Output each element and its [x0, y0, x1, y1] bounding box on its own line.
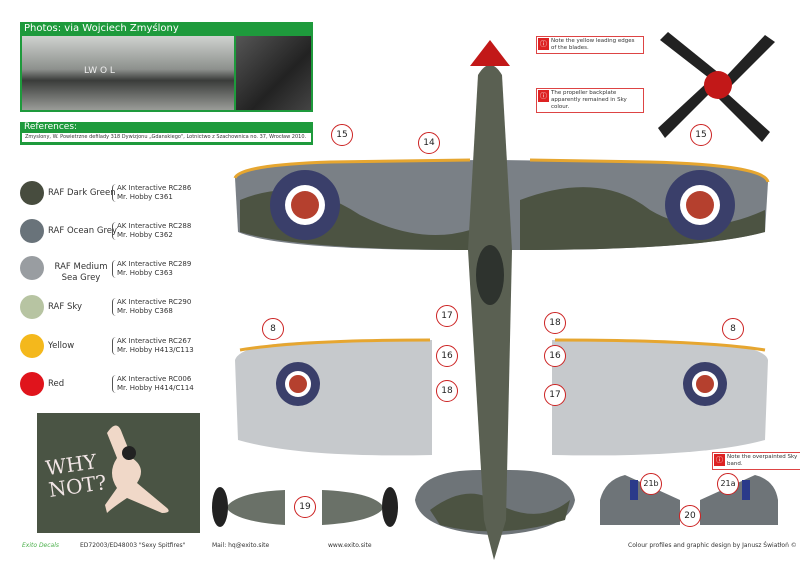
code: Mr. Hobby C363 [117, 269, 173, 277]
nose-side-view-right [322, 487, 398, 527]
callout-18: 18 [544, 312, 566, 334]
references-text: Zmyslony, W. Powietrzne defilady 318 Dyw… [22, 133, 311, 142]
colour-name: RAF Sky [48, 302, 83, 312]
upper-roundel-right [665, 170, 735, 240]
callout-8: 8 [722, 318, 744, 340]
callout-18: 18 [436, 380, 458, 402]
info-icon: ⓘ [538, 90, 549, 102]
fuselage [468, 65, 512, 560]
callout-15: 15 [690, 124, 712, 146]
callout-17: 17 [436, 305, 458, 327]
code: AK Interactive RC006 [117, 375, 192, 383]
callout-17: 17 [544, 384, 566, 406]
note-text: Note the yellow leading edges of the bla… [551, 38, 635, 51]
callout-21b: 21b [640, 473, 662, 495]
photo-spitfire-side: LW O L [22, 36, 234, 110]
callout-19: 19 [294, 496, 316, 518]
colour-name: RAF Dark Green [48, 188, 116, 198]
callout-21a: 21a [717, 473, 739, 495]
code: AK Interactive RC289 [117, 260, 192, 268]
code: AK Interactive RC290 [117, 298, 192, 306]
nose-side-view-left [212, 487, 285, 527]
colour-name: RAF Ocean Grey [48, 226, 118, 236]
propeller [658, 32, 775, 142]
website-link[interactable]: www.exito.site [328, 542, 372, 549]
code: AK Interactive RC267 [117, 337, 192, 345]
info-icon: ⓘ [714, 454, 725, 466]
swatch-yellow [20, 334, 44, 358]
code: Mr. Hobby C361 [117, 193, 173, 201]
lower-roundel-right [683, 362, 727, 406]
upper-roundel-left [270, 170, 340, 240]
swatch-dark-green [20, 181, 44, 205]
note-text: The propeller backplate apparently remai… [551, 90, 627, 110]
tail-side-view-right [700, 475, 778, 525]
tail-side-view-left [600, 475, 680, 525]
references-panel: References: Zmyslony, W. Powietrzne defi… [20, 122, 313, 145]
callout-14: 14 [418, 132, 440, 154]
code: AK Interactive RC288 [117, 222, 192, 230]
callout-20: 20 [679, 505, 701, 527]
info-icon: ⓘ [538, 38, 549, 50]
code: Mr. Hobby C368 [117, 307, 173, 315]
lower-wing-left [235, 340, 432, 456]
callout-16: 16 [436, 345, 458, 367]
colour-name: Red [48, 379, 65, 389]
nose-art-figure [105, 425, 169, 513]
code: AK Interactive RC286 [117, 184, 192, 192]
callout-15: 15 [331, 124, 353, 146]
credit-text: Colour profiles and graphic design by Ja… [628, 542, 797, 549]
mail-link[interactable]: Mail: hq@exito.site [212, 542, 270, 549]
spinner [470, 40, 510, 66]
swatch-medium-sea-grey [20, 256, 44, 280]
code: Mr. Hobby C362 [117, 231, 173, 239]
swatch-red [20, 372, 44, 396]
photos-title: Photos: via Wojciech Zmyślony [24, 23, 179, 34]
lower-wing-right [552, 340, 768, 456]
references-title: References: [24, 122, 78, 132]
code: Mr. Hobby H413/C113 [117, 346, 194, 354]
swatch-sky [20, 295, 44, 319]
exito-logo: Exito Decals [22, 542, 60, 549]
nose-art-panel: WHY NOT? [37, 413, 200, 533]
colour-name: Yellow [48, 341, 75, 351]
photos-panel: Photos: via Wojciech Zmyślony LW O L [20, 22, 313, 112]
code: Mr. Hobby H414/C114 [117, 384, 194, 392]
note-text: Note the overpainted Sky band. [727, 454, 798, 467]
callout-16: 16 [544, 345, 566, 367]
product-code: ED72003/ED48003 "Sexy Spitfires" [80, 542, 186, 549]
swatch-ocean-grey [20, 219, 44, 243]
photo-nose-art [236, 36, 311, 110]
lower-roundel-left [276, 362, 320, 406]
callout-8: 8 [262, 318, 284, 340]
colour-name: RAF Medium Sea Grey [54, 262, 108, 283]
photo-fuselage-code: LW O L [84, 66, 115, 76]
